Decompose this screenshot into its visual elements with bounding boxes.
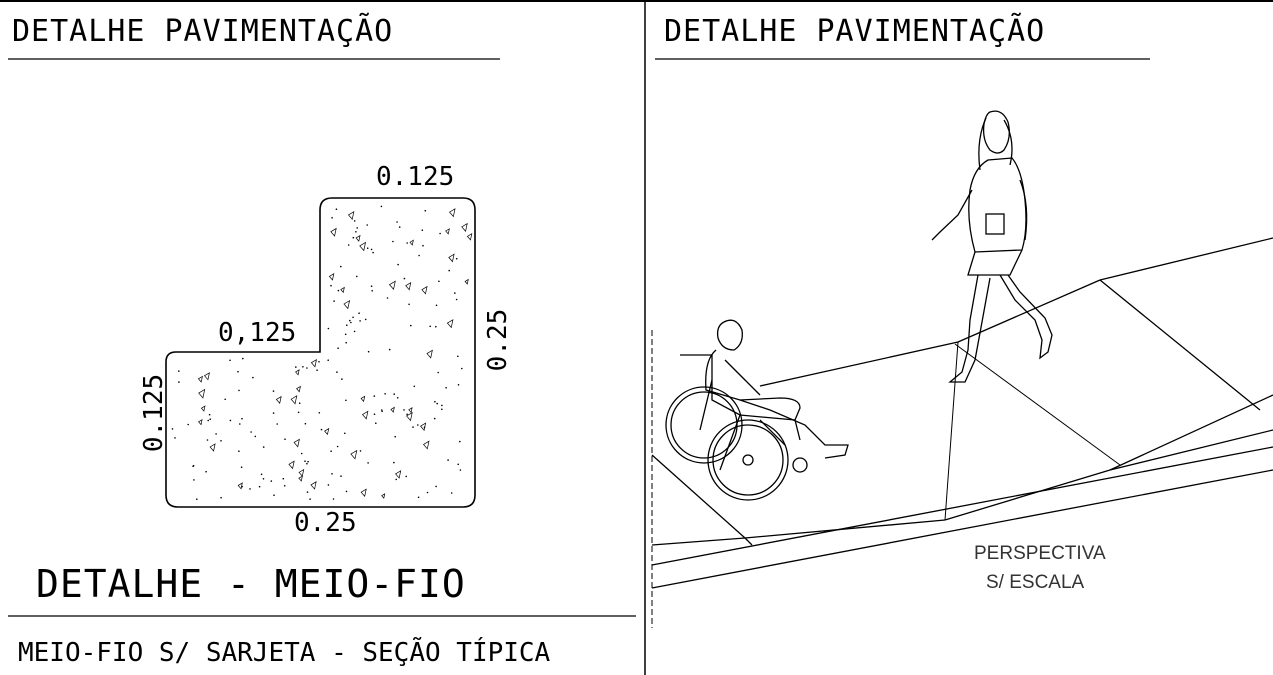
sidewalk-perspective: [651, 237, 1273, 628]
detail-subtitle: MEIO-FIO S/ SARJETA - SEÇÃO TÍPICA: [18, 638, 551, 668]
wheelchair-user-figure: [665, 319, 849, 501]
left-panel-title: DETALHE PAVIMENTAÇÃO: [12, 14, 394, 49]
dimension-bottom-label: 0.25: [294, 508, 357, 538]
pedestrian-figure: [931, 110, 1053, 383]
dimension-top-label: 0.125: [376, 162, 455, 192]
scale-caption: S/ ESCALA: [986, 572, 1085, 593]
dimension-left-label: 0.125: [139, 373, 169, 453]
concrete-hatch: [171, 205, 473, 501]
perspective-caption: PERSPECTIVA: [974, 543, 1106, 564]
dimension-mid-label: 0,125: [218, 318, 297, 348]
curb-section-outline: [165, 197, 476, 508]
detail-title: DETALHE - MEIO-FIO: [36, 562, 466, 606]
dimension-right-label: 0.25: [483, 308, 513, 372]
right-panel-title: DETALHE PAVIMENTAÇÃO: [664, 14, 1046, 49]
